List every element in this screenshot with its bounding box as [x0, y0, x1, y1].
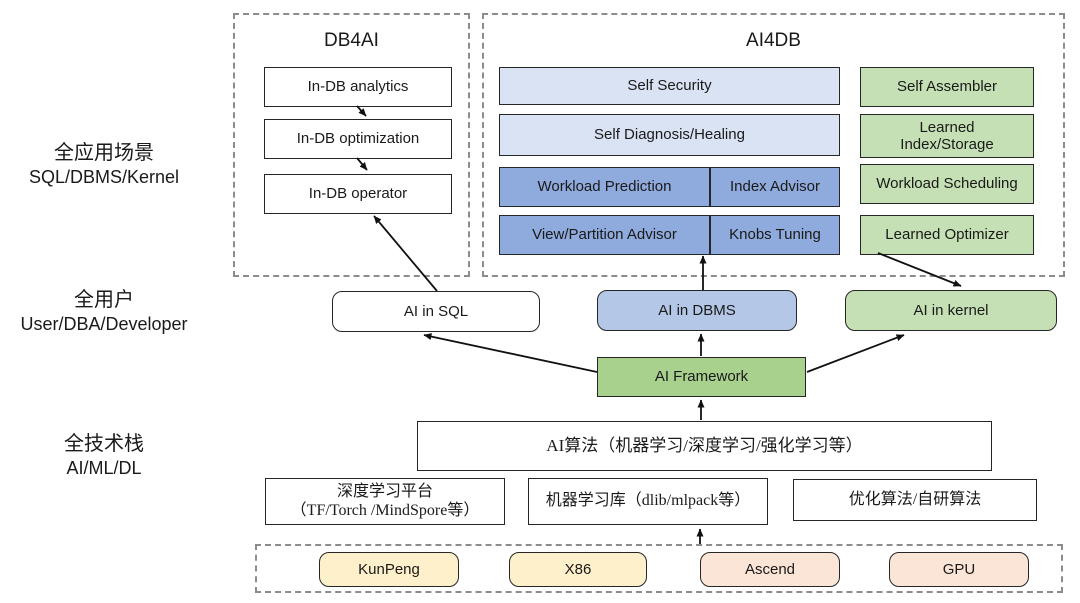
kunpeng-box: KunPeng: [319, 552, 459, 587]
stage-label-en: AI/ML/DL: [66, 458, 142, 478]
index-advisor-box: Index Advisor: [710, 167, 840, 207]
self-diagnosis-box: Self Diagnosis/Healing: [499, 114, 840, 156]
indb-optimization-box: In-DB optimization: [264, 119, 452, 159]
ai-algorithms-box: AI算法（机器学习/深度学习/强化学习等）: [417, 421, 992, 471]
stage-label-en: SQL/DBMS/Kernel: [28, 167, 180, 187]
self-assembler-box: Self Assembler: [860, 67, 1034, 107]
ml-library-box: 机器学习库（dlib/mlpack等）: [528, 478, 768, 525]
view-partition-advisor-box: View/Partition Advisor: [499, 215, 710, 255]
x86-box: X86: [509, 552, 647, 587]
learned-optimizer-box: Learned Optimizer: [860, 215, 1034, 255]
workload-prediction-box: Workload Prediction: [499, 167, 710, 207]
ai-in-kernel-box: AI in kernel: [845, 290, 1057, 331]
ai4db-group: AI4DB Self Security Self Diagnosis/Heali…: [482, 13, 1065, 277]
learned-index-storage-label: Learned Index/Storage: [900, 118, 994, 153]
dl-platform-box: 深度学习平台 （TF/Torch /MindSpore等）: [265, 478, 505, 525]
self-security-box: Self Security: [499, 67, 840, 105]
ai-in-dbms-box: AI in DBMS: [597, 290, 797, 331]
workload-scheduling-box: Workload Scheduling: [860, 164, 1034, 204]
ai4db-title: AI4DB: [746, 30, 801, 51]
dl-platform-line2: （TF/Torch /MindSpore等）: [290, 501, 480, 519]
ai-framework-box: AI Framework: [597, 357, 806, 397]
stage-label-tech-stack: 全技术栈 AI/ML/DL: [6, 427, 202, 479]
db4ai-title: DB4AI: [324, 30, 379, 51]
indb-analytics-box: In-DB analytics: [264, 67, 452, 107]
ascend-box: Ascend: [700, 552, 840, 587]
stage-label-en: User/DBA/Developer: [20, 314, 188, 334]
indb-operator-box: In-DB operator: [264, 174, 452, 214]
stage-label-users: 全用户 User/DBA/Developer: [6, 283, 202, 335]
stage-label-zh: 全技术栈: [64, 433, 144, 455]
stage-label-zh: 全应用场景: [54, 142, 154, 164]
dl-platform-line1: 深度学习平台: [336, 483, 433, 501]
arrow-framework-to-aisql: [423, 333, 598, 373]
gpu-box: GPU: [889, 552, 1029, 587]
stage-label-app-scenarios: 全应用场景 SQL/DBMS/Kernel: [6, 136, 202, 188]
ai-in-sql-box: AI in SQL: [332, 291, 540, 332]
stage-label-zh: 全用户: [74, 289, 134, 311]
db4ai-group: DB4AI In-DB analytics In-DB optimization…: [233, 13, 470, 277]
arrow-framework-to-aikernel: [806, 334, 905, 373]
optimization-algorithms-box: 优化算法/自研算法: [793, 479, 1037, 521]
knobs-tuning-box: Knobs Tuning: [710, 215, 840, 255]
learned-index-storage-box: Learned Index/Storage: [860, 114, 1034, 158]
hardware-group: KunPeng X86 Ascend GPU: [255, 544, 1063, 593]
